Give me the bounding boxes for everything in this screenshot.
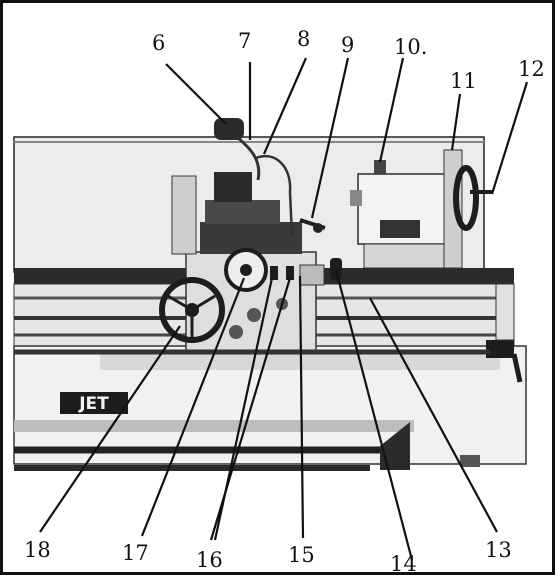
tailstock-base bbox=[363, 243, 455, 269]
leader-16b bbox=[209, 277, 292, 541]
leader-10 bbox=[378, 57, 405, 163]
leader-14 bbox=[334, 269, 414, 561]
saddle-bracket bbox=[299, 264, 325, 286]
coolant-nozzle bbox=[255, 155, 294, 237]
apron-lever-1 bbox=[270, 266, 278, 280]
leader-15 bbox=[298, 275, 305, 539]
leader-12 bbox=[490, 81, 529, 195]
right-leg-plate bbox=[460, 455, 480, 467]
apron-dial-center bbox=[240, 264, 252, 276]
callout-9: 9 bbox=[341, 33, 354, 57]
callout-10: 10. bbox=[394, 35, 427, 59]
apron-handwheel-spoke-1 bbox=[167, 294, 193, 312]
leader-9 bbox=[310, 57, 350, 219]
callout-18: 18 bbox=[24, 538, 51, 562]
callout-15: 15 bbox=[288, 543, 315, 567]
brand-plate bbox=[60, 392, 128, 414]
callout-7: 7 bbox=[238, 29, 251, 53]
cross-slide-knob bbox=[313, 223, 323, 233]
callout-6: 6 bbox=[152, 31, 165, 55]
half-nut-lever bbox=[330, 258, 342, 280]
right-bracket bbox=[495, 283, 515, 341]
leader-18 bbox=[39, 325, 181, 533]
callout-13: 13 bbox=[485, 538, 512, 562]
compound-rest bbox=[205, 200, 280, 224]
callout-14: 14 bbox=[390, 552, 417, 575]
leader-13 bbox=[369, 297, 498, 533]
leader-6 bbox=[165, 63, 227, 125]
lamp-arm bbox=[237, 136, 261, 181]
leader-17 bbox=[140, 277, 246, 537]
tailstock-handwheel bbox=[453, 165, 479, 231]
callout-12: 12 bbox=[518, 57, 545, 81]
apron-handwheel-spoke-2 bbox=[191, 294, 216, 312]
tailstock-window bbox=[380, 220, 420, 238]
chip-tray-slot bbox=[14, 420, 414, 432]
brand-text: JET bbox=[78, 394, 109, 414]
tailstock-quill bbox=[350, 190, 362, 206]
tailstock-quill-lock bbox=[374, 160, 386, 174]
work-lamp bbox=[214, 118, 244, 140]
apron-knob-1 bbox=[229, 325, 243, 339]
callout-8: 8 bbox=[297, 27, 310, 51]
leg-bracket bbox=[380, 422, 410, 470]
callout-11: 11 bbox=[450, 69, 477, 93]
callout-16: 16 bbox=[196, 548, 223, 572]
chuck-guard-post bbox=[171, 175, 197, 255]
apron-lever-2 bbox=[286, 266, 294, 280]
apron-handwheel bbox=[159, 277, 225, 343]
right-end-lever bbox=[486, 340, 514, 358]
callout-17: 17 bbox=[122, 541, 149, 565]
right-end-handle bbox=[511, 353, 523, 383]
leader-8 bbox=[262, 57, 308, 155]
leader-11 bbox=[450, 93, 462, 151]
tool-post bbox=[214, 172, 252, 202]
apron-knob-2 bbox=[247, 308, 261, 322]
